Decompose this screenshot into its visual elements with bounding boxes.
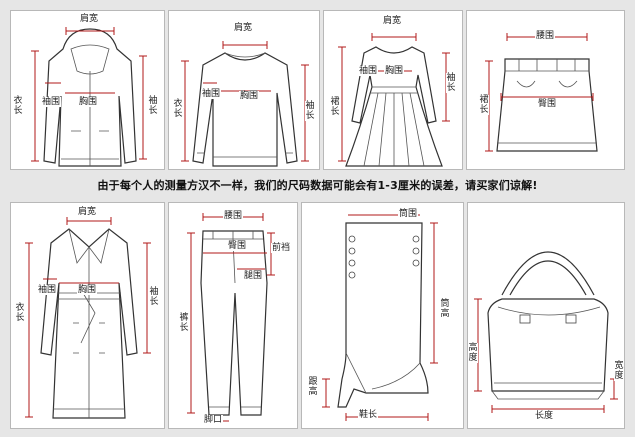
- label-sole: 鞋长: [358, 410, 379, 420]
- panel-pants: 腰围 臀围 前裆 腿围 裤长 脚口: [168, 202, 298, 429]
- coat-drawing: [25, 217, 151, 419]
- label-length: 衣长: [13, 96, 23, 116]
- label-shoulder: 肩宽: [233, 23, 254, 33]
- label-sleeve-arm: 袖围: [358, 66, 379, 76]
- label-shoulder: 肩宽: [77, 207, 98, 217]
- label-sleeve-arm: 袖围: [37, 285, 58, 295]
- label-length: 裤长: [179, 313, 189, 333]
- label-length: 衣长: [15, 303, 25, 323]
- panel-coat: 肩宽 袖围 胸围 衣长 袖长: [10, 202, 165, 429]
- dress-drawing: [338, 33, 450, 167]
- label-hip: 臀围: [537, 99, 558, 109]
- boot-drawing: [322, 214, 438, 421]
- panel-skirt: 腰围 臀围 裙长: [466, 10, 625, 170]
- label-shaft-height: 筒高: [440, 299, 450, 319]
- label-shoulder: 肩宽: [382, 16, 403, 26]
- label-rise: 前裆: [271, 243, 292, 253]
- panel-boot: 筒围 筒高 跟高 鞋长: [301, 202, 464, 429]
- label-length: 衣长: [173, 99, 183, 119]
- label-sleeve-arm: 袖围: [41, 97, 62, 107]
- panel-bag: 高度 宽度 长度: [467, 202, 625, 429]
- label-chest: 胸围: [78, 97, 99, 107]
- label-shaft-circ: 筒围: [398, 209, 419, 219]
- label-sleeve: 袖长: [446, 73, 456, 93]
- label-hem: 脚口: [203, 415, 224, 425]
- label-sleeve: 袖长: [148, 96, 158, 116]
- jacket-drawing: [31, 27, 147, 167]
- label-shoulder: 肩宽: [79, 14, 100, 24]
- label-sleeve: 袖长: [149, 287, 159, 307]
- label-chest: 胸围: [384, 66, 405, 76]
- sweater-drawing: [181, 41, 309, 167]
- label-thigh: 腿围: [243, 271, 264, 281]
- label-width: 宽度: [614, 361, 624, 381]
- label-length: 裙长: [479, 95, 489, 115]
- panel-jacket: 肩宽 袖围 胸围 衣长 袖长: [10, 10, 165, 170]
- label-waist: 腰围: [223, 211, 244, 221]
- label-height: 高度: [468, 343, 478, 363]
- label-length: 裙长: [330, 97, 340, 117]
- label-chest: 胸围: [239, 91, 260, 101]
- label-heel: 跟高: [308, 377, 318, 397]
- label-length: 长度: [534, 411, 555, 421]
- notice-text: 由于每个人的测量方汉不一样，我们的尺码数据可能会有1-3厘米的误差，请买家们谅解…: [97, 179, 538, 192]
- panel-dress: 肩宽 袖围 胸围 裙长 袖长: [323, 10, 463, 170]
- label-chest: 胸围: [77, 285, 98, 295]
- label-sleeve-arm: 袖围: [201, 89, 222, 99]
- label-hip: 臀围: [227, 241, 248, 251]
- label-sleeve: 袖长: [305, 101, 315, 121]
- notice-banner: 由于每个人的测量方汉不一样，我们的尺码数据可能会有1-3厘米的误差，请买家们谅解…: [0, 170, 635, 200]
- label-waist: 腰围: [535, 31, 556, 41]
- bag-drawing: [474, 251, 618, 413]
- panel-sweater: 肩宽 袖围 胸围 衣长 袖长: [168, 10, 320, 170]
